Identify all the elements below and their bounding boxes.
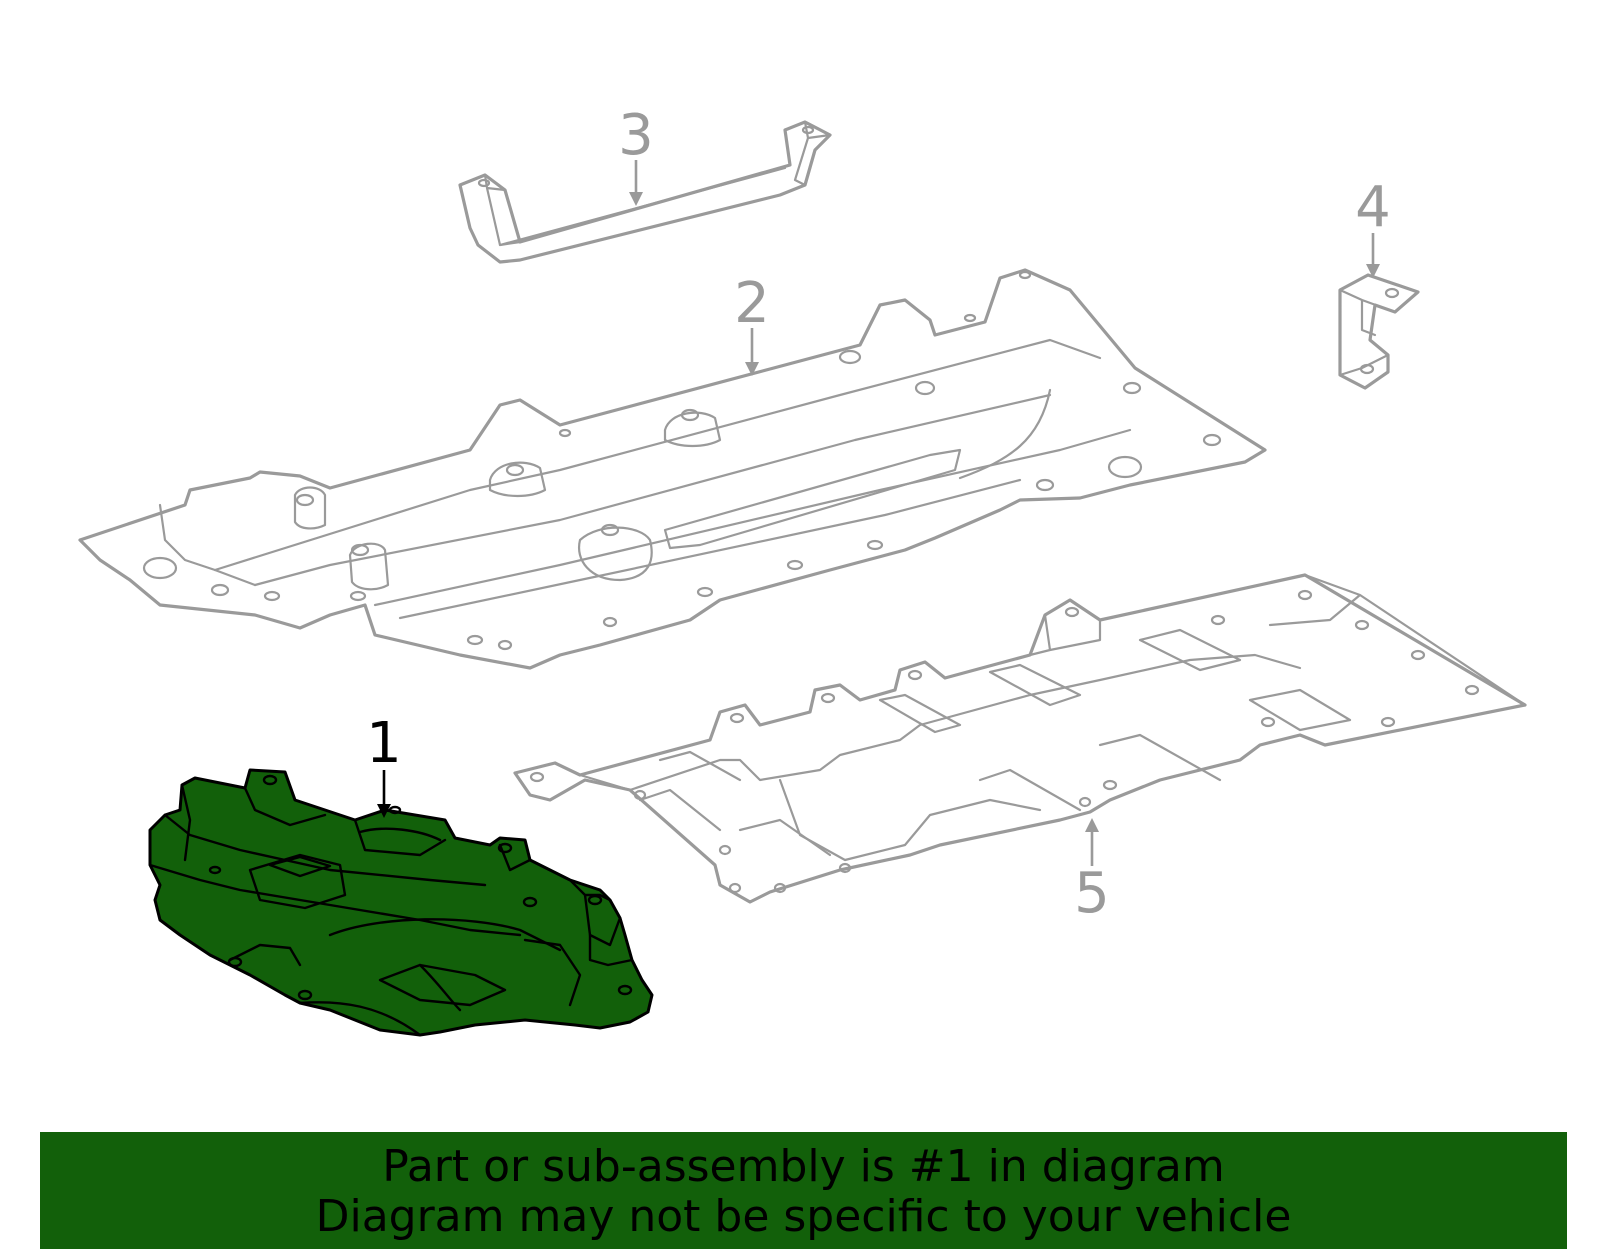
callout-3-label: 3	[618, 103, 654, 168]
info-banner: Part or sub-assembly is #1 in diagram Di…	[40, 1132, 1567, 1249]
callout-1-label: 1	[366, 711, 402, 776]
callout-arrows	[377, 160, 1380, 866]
callout-5-label: 5	[1074, 861, 1110, 926]
callout-4-label: 4	[1355, 175, 1391, 240]
part-3-bracket	[458, 120, 832, 264]
banner-line-disclaimer: Diagram may not be specific to your vehi…	[315, 1191, 1292, 1242]
part-2-undercover	[78, 268, 1267, 670]
part-1-skid-plate	[148, 768, 654, 1037]
part-4-bracket	[1338, 273, 1420, 390]
callout-2-label: 2	[734, 271, 770, 336]
part-5-panel	[513, 573, 1527, 904]
banner-line-part: Part or sub-assembly is #1 in diagram	[382, 1141, 1225, 1192]
